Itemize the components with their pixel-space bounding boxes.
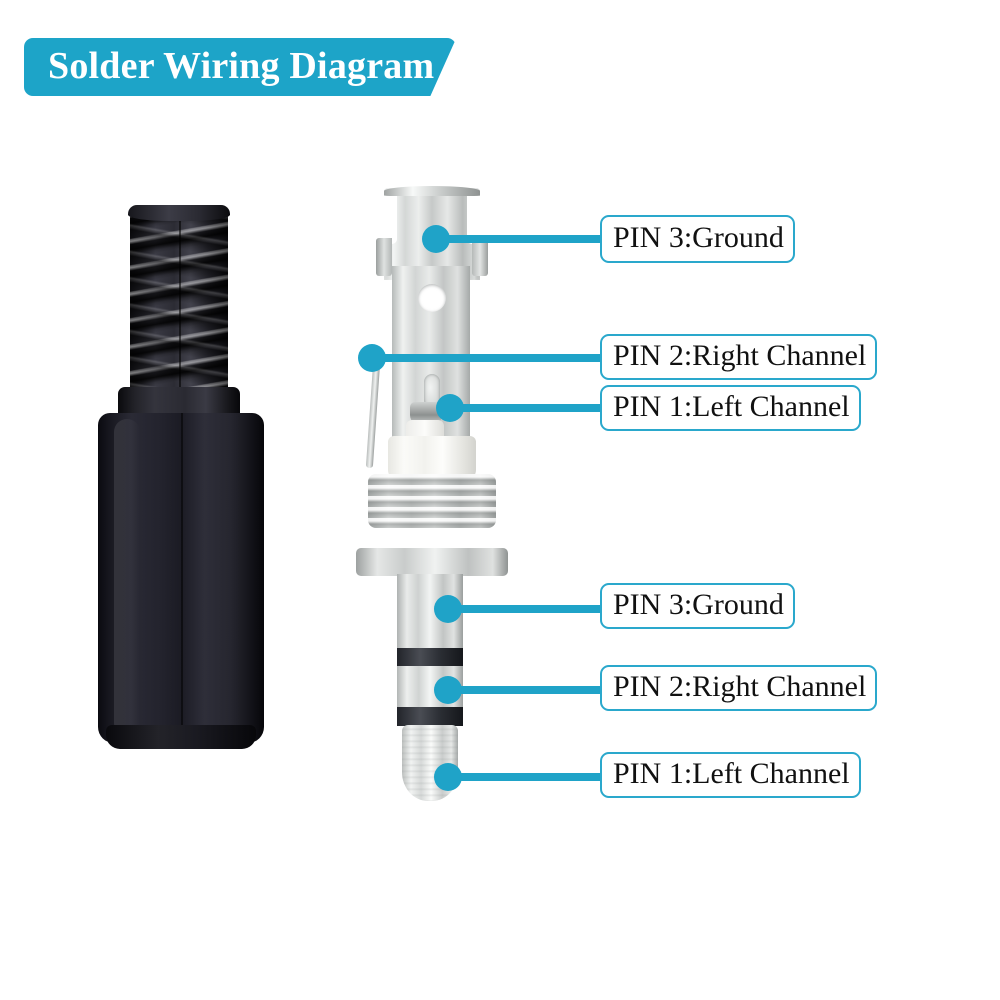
ground-shell-top-lip <box>384 186 480 196</box>
leader-line-jack-pin3 <box>436 235 604 243</box>
strain-relief-boot <box>130 205 228 395</box>
callout-plug-pin1[interactable]: PIN 1:Left Channel <box>600 752 861 798</box>
callout-dot-jack-pin1 <box>436 394 464 422</box>
insulator-ring-lower <box>397 707 463 726</box>
callout-jack-pin2[interactable]: PIN 2:Right Channel <box>600 334 878 380</box>
threaded-barrel <box>368 474 496 528</box>
barrel-seam-line <box>181 413 183 743</box>
ground-shell-tab-right <box>472 238 488 276</box>
callout-label-jack-pin2: PIN 2:Right Channel <box>613 338 867 372</box>
callout-label-plug-pin3: PIN 3:Ground <box>613 587 784 621</box>
callout-dot-plug-pin1 <box>434 763 462 791</box>
boot-seam-line <box>179 205 181 395</box>
metal-connector-assembly <box>352 186 512 818</box>
callout-label-jack-pin3: PIN 3:Ground <box>613 220 784 254</box>
insulator-ring-upper <box>397 648 463 667</box>
callout-dot-plug-pin2 <box>434 676 462 704</box>
callout-dot-jack-pin2 <box>358 344 386 372</box>
leader-line-plug-pin1 <box>448 773 604 781</box>
callout-dot-plug-pin3 <box>434 595 462 623</box>
left-channel-solder-lug <box>424 374 440 408</box>
callout-label-plug-pin2: PIN 2:Right Channel <box>613 669 867 703</box>
callout-label-jack-pin1: PIN 1:Left Channel <box>613 389 850 423</box>
black-connector-housing <box>92 205 272 750</box>
callout-jack-pin3[interactable]: PIN 3:Ground <box>600 215 795 263</box>
callout-label-plug-pin1: PIN 1:Left Channel <box>613 756 850 790</box>
ground-shell-hole <box>418 284 446 312</box>
ground-shell-tab-left <box>376 238 392 276</box>
housing-barrel <box>98 413 264 743</box>
leader-line-jack-pin2 <box>372 354 604 362</box>
mounting-flange <box>356 548 508 576</box>
barrel-base-ring <box>106 725 256 749</box>
boot-top-cap <box>128 205 230 221</box>
leader-line-plug-pin3 <box>448 605 604 613</box>
leader-line-plug-pin2 <box>448 686 604 694</box>
callout-jack-pin1[interactable]: PIN 1:Left Channel <box>600 385 861 431</box>
callout-plug-pin3[interactable]: PIN 3:Ground <box>600 583 795 629</box>
ground-shell-notch-right <box>467 196 480 244</box>
white-plastic-insulator <box>388 436 476 480</box>
leader-line-jack-pin1 <box>450 404 604 412</box>
ground-shell-notch-left <box>384 196 397 244</box>
callout-dot-jack-pin3 <box>422 225 450 253</box>
callout-plug-pin2[interactable]: PIN 2:Right Channel <box>600 665 878 711</box>
title-banner: Solder Wiring Diagram <box>24 38 457 96</box>
page-title: Solder Wiring Diagram <box>48 45 435 87</box>
barrel-highlight <box>114 419 140 736</box>
